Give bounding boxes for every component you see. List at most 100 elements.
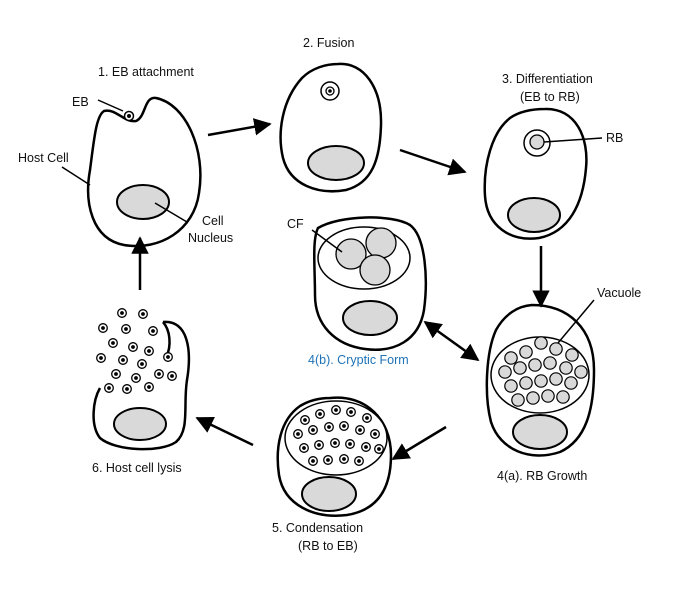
eb-particle-core [358,428,362,432]
label-nucleus: Nucleus [188,231,233,245]
arrow-growth-to-condensation [391,425,447,461]
eb-particle-core [311,428,315,432]
rb-pointer [543,137,603,143]
label-eb: EB [72,95,89,109]
eb-particle-core [131,345,135,349]
host-cell-membrane [483,107,588,240]
cell-nucleus [512,414,568,450]
host-cell-pointer [61,166,91,186]
eb-particle-core [120,311,124,315]
rb-particle [543,356,557,370]
cf-particle [359,254,391,286]
cf-particle [335,238,367,270]
eb-particle-core [342,424,346,428]
eb-particle-core [121,358,125,362]
eb-particle-core [125,387,129,391]
eb-particle-core [348,442,352,446]
eb-particle-core [111,341,115,345]
label-cryptic-form: 4(b). Cryptic Form [308,353,409,367]
label-host-cell: Host Cell [18,151,69,165]
inclusion-vacuole [284,400,388,476]
cell-nucleus [342,300,398,336]
eb-particle-core [328,89,332,93]
rb-particle [549,342,563,356]
rb-particle [504,351,518,365]
eb-particle-core [333,441,337,445]
label-rb: RB [606,131,623,145]
stage-4a-host-cell [485,299,596,457]
eb-particle-core [357,459,361,463]
cell-nucleus [113,407,167,441]
eb-particle-core [349,410,353,414]
label-vacuole: Vacuole [597,286,641,300]
cell-nucleus [301,476,357,512]
label-condensation: 5. Condensation [272,521,363,535]
label-differentiation: 3. Differentiation [502,72,593,86]
vacuole-pointer [557,299,595,344]
eb-particle-core [373,432,377,436]
host-cell-membrane [86,96,202,248]
rb-particle [565,348,579,362]
rb-particle [513,361,527,375]
arrow-condensation-to-lysis [195,416,254,447]
rb-particle [528,358,542,372]
nucleus-pointer [154,202,188,223]
eb-particle-core [303,418,307,422]
eb-particle-core [147,385,151,389]
eb-particle-core [302,446,306,450]
eb-particle-core [151,329,155,333]
eb-particle-core [107,386,111,390]
host-cell-membrane [279,62,383,193]
cell-nucleus [307,145,365,181]
eb-cluster [293,405,384,466]
host-cell-membrane [313,216,428,351]
host-cell-membrane [485,303,596,457]
rb-particle [534,336,548,350]
arrow-fusion-to-differentiation [399,148,467,176]
eb-particle-core [141,312,145,316]
stage-6-host-cell [92,308,191,451]
rb-particle [574,365,588,379]
eb-particle-core [170,374,174,378]
label-cf: CF [287,217,304,231]
cf-pointer [311,229,343,253]
rb-cluster [498,336,588,407]
eb-particle-core [101,326,105,330]
host-cell-membrane [276,396,393,517]
eb-particle-core [157,372,161,376]
label-eb-attachment: 1. EB attachment [98,65,194,79]
eb-particle-core [318,412,322,416]
arrow-growth-cryptic-bidirectional [423,320,480,362]
stage-3-host-cell [483,107,603,240]
rb-particle [529,134,545,150]
eb-particle-core [166,355,170,359]
eb-particle-core [127,114,131,118]
eb-particle-core [124,327,128,331]
eb-particle-core [377,447,381,451]
arrow-attachment-to-fusion [207,118,272,137]
stage-1-host-cell [61,96,202,248]
rb-particle [519,376,533,390]
label-rb-to-eb: (RB to EB) [298,539,358,553]
eb-particle-core [327,425,331,429]
rb-particle [498,365,512,379]
cf-particle [365,227,397,259]
eb-particle-core [311,459,315,463]
eb-particle-core [342,457,346,461]
label-eb-to-rb: (EB to RB) [520,90,580,104]
stage-2-host-cell [279,62,383,193]
eb-particle-core [296,432,300,436]
rb-particle [526,391,540,405]
eb-particle-core [365,416,369,420]
rb-particle [504,379,518,393]
label-rb-growth: 4(a). RB Growth [497,469,587,483]
rb-particle [519,345,533,359]
eb-particle-core [134,376,138,380]
rb-particle [559,361,573,375]
eb-particle-core [140,362,144,366]
eb-particle-core [364,445,368,449]
eb-particle-core [334,408,338,412]
eb-particle-core [326,458,330,462]
